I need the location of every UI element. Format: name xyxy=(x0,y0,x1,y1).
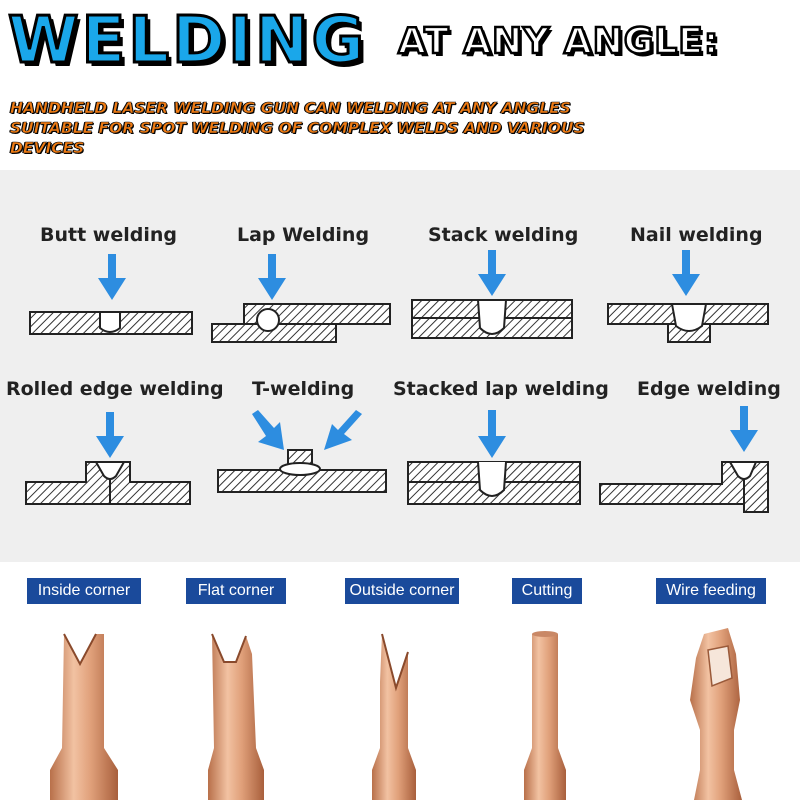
t-weld-diagram xyxy=(217,449,387,493)
weld-type-label: Nail welding xyxy=(630,224,763,246)
arrow-icon xyxy=(672,250,700,296)
nozzle-inside-corner xyxy=(50,633,118,800)
rolled-edge-weld-diagram xyxy=(25,461,191,505)
weld-type-label: Lap Welding xyxy=(237,224,370,246)
nozzle-outside-corner xyxy=(372,633,416,800)
arrow-icon xyxy=(258,254,286,300)
nail-weld-diagram xyxy=(607,303,769,343)
nozzle-label: Outside corner xyxy=(345,578,459,604)
weld-type-label: Butt welding xyxy=(40,224,177,246)
nozzle-cutting xyxy=(524,631,566,800)
header: WELDING AT ANY ANGLE: xyxy=(0,0,800,88)
headline-subtitle: AT ANY ANGLE: xyxy=(397,20,720,64)
nozzle-label: Inside corner xyxy=(27,578,141,604)
headline-title: WELDING xyxy=(6,3,368,80)
arrow-icon xyxy=(98,254,126,300)
butt-weld-diagram xyxy=(29,311,193,335)
description-line: HANDHELD LASER WELDING GUN CAN WELDING A… xyxy=(10,99,571,118)
nozzle-wire-feeding xyxy=(690,628,742,800)
nozzle-label: Wire feeding xyxy=(656,578,766,604)
weld-type-label: Edge welding xyxy=(637,378,781,400)
description: HANDHELD LASER WELDING GUN CAN WELDING A… xyxy=(10,98,790,158)
weld-arrows xyxy=(96,250,758,458)
description-line: DEVICES xyxy=(10,139,85,158)
stacked-lap-weld-diagram xyxy=(407,461,581,505)
weld-type-label: T-welding xyxy=(252,378,355,400)
weld-type-label: Stack welding xyxy=(428,224,579,246)
arrow-icon xyxy=(252,410,284,450)
stack-weld-diagram xyxy=(411,299,573,339)
arrow-icon xyxy=(730,406,758,452)
nozzle-illustrations xyxy=(50,628,742,800)
nozzle-label: Flat corner xyxy=(186,578,286,604)
description-line: SUITABLE FOR SPOT WELDING OF COMPLEX WEL… xyxy=(10,119,585,138)
arrow-icon xyxy=(324,410,362,450)
arrow-icon xyxy=(96,412,124,458)
weld-diagrams xyxy=(25,250,769,513)
weld-type-label: Stacked lap welding xyxy=(393,378,609,400)
weld-types-panel: Butt welding Lap Welding Stack welding N… xyxy=(0,170,800,562)
weld-type-label: Rolled edge welding xyxy=(6,378,224,400)
arrow-icon xyxy=(478,250,506,296)
lap-weld-diagram xyxy=(211,303,391,343)
nozzle-section: Inside corner Flat corner Outside corner… xyxy=(0,562,800,800)
nozzle-label: Cutting xyxy=(512,578,582,604)
nozzle-flat-corner xyxy=(208,633,264,800)
edge-weld-diagram xyxy=(599,461,769,513)
arrow-icon xyxy=(478,410,506,458)
